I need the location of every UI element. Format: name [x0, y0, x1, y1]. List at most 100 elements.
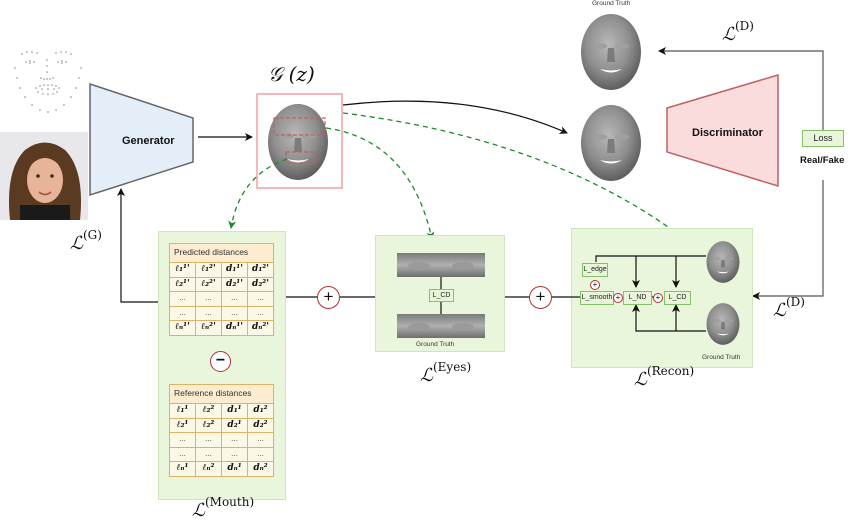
table-cell: ...: [257, 308, 264, 317]
loss-box-label: Loss: [813, 133, 833, 143]
table-cell: ...: [257, 435, 264, 443]
table-cell: d₂¹': [222, 277, 248, 291]
table-cell: d₁¹': [222, 263, 248, 277]
table-cell: dₙ²: [253, 463, 268, 473]
loss-superscript: (G): [82, 228, 102, 242]
input-face-photo: [0, 132, 88, 220]
table-cell: ℓ₂¹: [170, 418, 196, 432]
table-row: ℓₙ¹'ℓₙ²'dₙ¹'dₙ²': [170, 321, 273, 335]
mouth-dashed-arrow: [228, 158, 288, 229]
loss-symbol: ℒ: [70, 233, 83, 254]
loss-superscript: (D): [734, 19, 754, 33]
reference-distances-header: Reference distances: [170, 385, 273, 404]
table-cell: ℓ₁²': [196, 263, 222, 277]
table-cell: ...: [170, 306, 196, 320]
plus-operator-icon: +: [317, 286, 340, 309]
table-cell: ℓₙ¹': [170, 321, 196, 335]
recon-ground-truth-label: Ground Truth: [702, 354, 741, 361]
table-cell: ...: [196, 292, 222, 306]
table-cell: d₁²': [252, 264, 269, 274]
g-arg: (z): [288, 62, 315, 86]
table-cell: dₙ¹': [222, 321, 248, 335]
eyes-loss-title: ℒ(Eyes): [420, 360, 471, 386]
loss-symbol: ℒ: [420, 365, 433, 386]
table-cell: ℓ₁¹: [170, 404, 196, 418]
table-cell: ...: [257, 449, 264, 458]
table-cell: ...: [222, 306, 248, 320]
table-cell: dₙ¹: [222, 462, 248, 476]
table-cell: ...: [170, 447, 196, 461]
table-cell: ...: [222, 447, 248, 461]
predicted-distances-header: Predicted distances: [170, 244, 273, 263]
loss-d-bottom-line: [752, 180, 824, 300]
recon-loss-title: ℒ(Recon): [634, 364, 694, 390]
loss-symbol: ℒ: [634, 369, 647, 390]
table-cell: ℓₙ¹: [170, 462, 196, 476]
plus-operator-icon: +: [529, 286, 552, 309]
table-row: ℓ₁¹'ℓ₁²'d₁¹' d₁²': [170, 263, 273, 278]
loss-d-right-label: ℒ(D): [773, 295, 805, 321]
loss-d-top-label: ℒ(D): [722, 19, 754, 45]
ground-truth-top-label: Ground Truth: [592, 0, 631, 7]
loss-superscript: (Mouth): [204, 495, 255, 509]
eyes-dashed-arrow: [325, 127, 435, 240]
eyes-lcd-box: L_CD: [429, 289, 454, 302]
table-cell: ℓₙ²': [196, 321, 222, 335]
table-cell: d₁²: [253, 405, 268, 415]
table-cell: ℓ₁¹': [170, 263, 196, 277]
generator-block: [89, 82, 194, 197]
loss-superscript: (Recon): [646, 364, 695, 378]
table-cell: ℓ₂²: [196, 404, 222, 418]
plus-operator-icon: +: [613, 293, 623, 303]
loss-g-label: ℒ(G): [70, 228, 102, 254]
table-cell: ℓ₂²: [196, 418, 222, 432]
real-fake-label: Real/Fake: [800, 155, 845, 166]
loss-superscript: (D): [785, 295, 805, 309]
loss-g-feedback-line: [117, 188, 158, 303]
table-cell: ...: [222, 292, 248, 306]
loss-superscript: (Eyes): [432, 360, 472, 374]
recon-l-smooth-box: L_smooth: [580, 291, 614, 305]
loss-symbol: ℒ: [773, 300, 786, 321]
table-row: ............: [170, 433, 273, 448]
eyes-region-highlight: [273, 117, 326, 136]
minus-operator-icon: −: [210, 351, 231, 372]
table-cell: ℓ₂²': [196, 277, 222, 291]
recon-dashed-arrow: [342, 112, 696, 248]
table-cell: d₂²': [252, 278, 269, 289]
plus-operator-icon: +: [590, 280, 600, 290]
table-cell: ...: [222, 433, 248, 447]
g-symbol: 𝒢: [268, 62, 283, 86]
eyes-ground-truth-label: Ground Truth: [416, 341, 455, 348]
loss-box: Loss: [802, 130, 844, 147]
table-cell: ...: [196, 447, 222, 461]
generated-face-disc: [581, 105, 641, 181]
table-cell: d₂¹: [222, 418, 248, 432]
table-cell: d₂²: [253, 419, 268, 430]
loss-symbol: ℒ: [192, 500, 205, 521]
loss-symbol: ℒ: [722, 24, 735, 45]
recon-l-cd-box: L_CD: [664, 291, 691, 305]
table-cell: d₁¹: [222, 404, 248, 418]
discriminator-block: [666, 73, 779, 188]
output-to-discriminator-arrow: [342, 100, 568, 134]
discriminator-label: Discriminator: [692, 127, 763, 139]
table-row: ............: [170, 447, 273, 462]
face-landmarks-icon: [14, 51, 82, 113]
table-cell: ℓ₂¹': [170, 277, 196, 291]
table-row: ℓ₂¹'ℓ₂²'d₂¹' d₂²': [170, 277, 273, 292]
recon-l-nd-box: L_ND: [623, 291, 652, 305]
predicted-distances-table: Predicted distances ℓ₁¹'ℓ₁²'d₁¹' d₁²' ℓ₂¹…: [169, 243, 274, 336]
table-cell: ...: [257, 294, 264, 302]
table-cell: ...: [196, 433, 222, 447]
table-cell: ...: [196, 306, 222, 320]
table-row: ............: [170, 306, 273, 321]
generator-output-label: 𝒢 (z): [268, 62, 315, 86]
ground-truth-face-top: [581, 14, 641, 90]
